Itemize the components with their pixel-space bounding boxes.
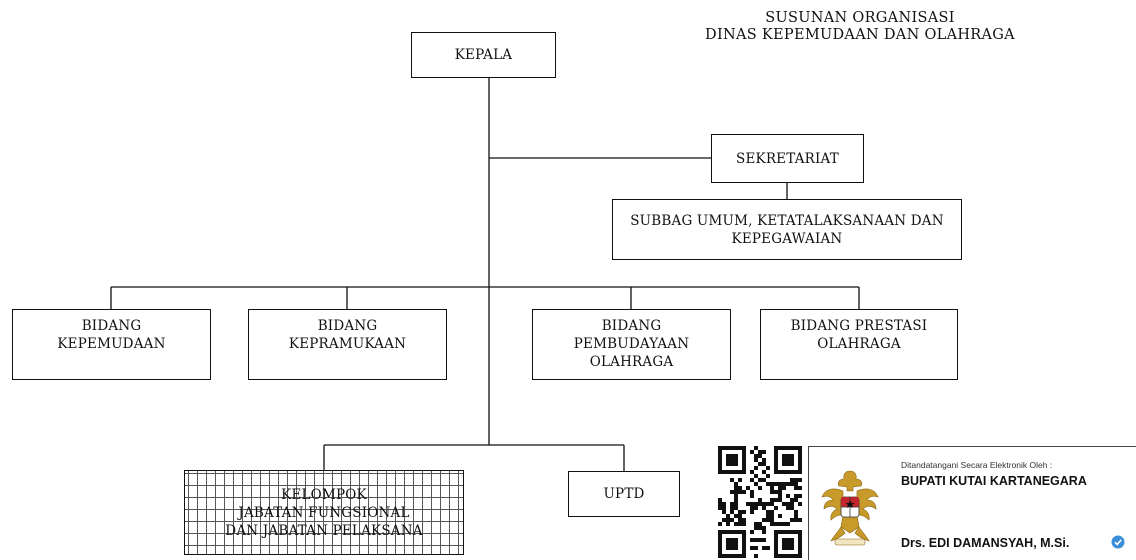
signed-by-label: Ditandatangani Secara Elektronik Oleh :: [901, 460, 1053, 470]
uptd-box: UPTD: [568, 471, 680, 517]
signer-organization: BUPATI KUTAI KARTANEGARA: [901, 474, 1087, 488]
title-line-1: SUSUNAN ORGANISASI: [765, 10, 955, 26]
sekretariat-label: SEKRETARIAT: [736, 150, 839, 167]
kelompok-jabatan-box: KELOMPOK JABATAN FUNGSIONAL DAN JABATAN …: [184, 470, 464, 555]
kepala-box: KEPALA: [411, 32, 556, 78]
bidang-prestasi-line-2: OLAHRAGA: [817, 336, 901, 352]
bidang-pembudayaan-line-3: OLAHRAGA: [589, 354, 674, 370]
qr-code-icon: [718, 446, 802, 560]
bidang-kepramukaan-box: BIDANG KEPRAMUKAAN: [248, 309, 447, 380]
title-line-2: DINAS KEPEMUDAAN DAN OLAHRAGA: [705, 27, 1015, 43]
bidang-kepemudaan-box: BIDANG KEPEMUDAAN: [12, 309, 211, 380]
signer-name: Drs. EDI DAMANSYAH, M.Si.: [901, 536, 1070, 550]
qr-code-graphic: [718, 446, 802, 560]
bidang-pembudayaan-line-1: BIDANG: [601, 318, 662, 334]
kelompok-line-2: JABATAN FUNGSIONAL: [238, 504, 410, 521]
bidang-prestasi-line-1: BIDANG PRESTASI: [790, 318, 928, 334]
bidang-pembudayaan-line-2: PEMBUDAYAAN: [573, 336, 690, 352]
kelompok-line-3: DAN JABATAN PELAKSANA: [225, 522, 423, 539]
bidang-kepramukaan-line-1: BIDANG: [317, 318, 378, 334]
bidang-pembudayaan-box: BIDANG PEMBUDAYAAN OLAHRAGA: [532, 309, 731, 380]
bidang-kepemudaan-line-1: BIDANG: [81, 318, 142, 334]
subbag-label-line-1: SUBBAG UMUM, KETATALAKSANAAN DAN: [630, 212, 944, 229]
chart-title: SUSUNAN ORGANISASI DINAS KEPEMUDAAN DAN …: [690, 10, 1030, 44]
kepala-label: KEPALA: [454, 47, 513, 63]
subbag-box: SUBBAG UMUM, KETATALAKSANAAN DAN KEPEGAW…: [612, 199, 962, 260]
bidang-kepramukaan-line-2: KEPRAMUKAAN: [288, 336, 407, 352]
verified-check-icon: [1111, 535, 1125, 549]
electronic-signature-panel: Ditandatangani Secara Elektronik Oleh : …: [808, 446, 1136, 560]
uptd-label: UPTD: [603, 486, 645, 502]
garuda-emblem-icon: [821, 470, 879, 546]
kelompok-line-1: KELOMPOK: [281, 486, 367, 503]
sekretariat-box: SEKRETARIAT: [711, 134, 864, 183]
subbag-label-line-2: KEPEGAWAIAN: [731, 230, 843, 247]
bidang-kepemudaan-line-2: KEPEMUDAAN: [57, 336, 166, 352]
bidang-prestasi-box: BIDANG PRESTASI OLAHRAGA: [760, 309, 958, 380]
